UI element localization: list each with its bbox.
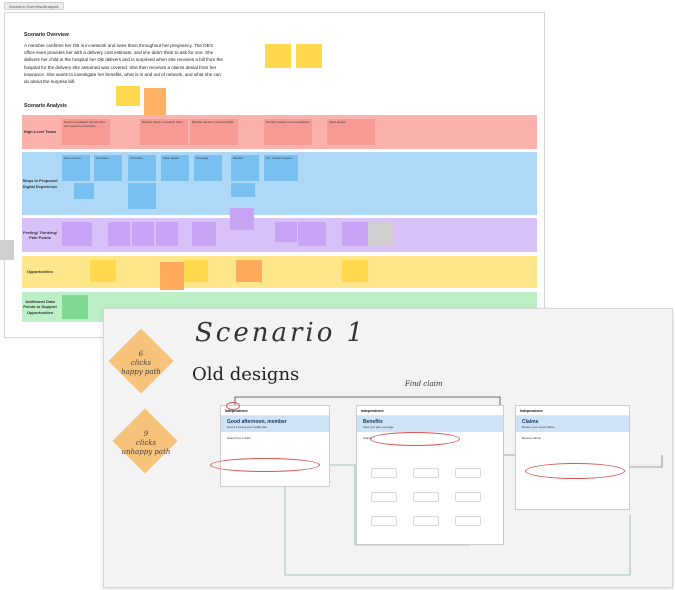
screen-benefits[interactable]: Independence Benefits View your plan cov… (356, 405, 504, 545)
opportunity-sticky[interactable] (184, 260, 208, 282)
logo: Independence (225, 408, 248, 413)
step-sticky[interactable]: Find claim (128, 155, 156, 181)
screen-subtitle: View your plan coverage (363, 425, 394, 429)
row-label: Additional Data Points to Support Opport… (23, 298, 57, 315)
step-sticky[interactable]: Home screen (62, 155, 90, 181)
feeling-sticky[interactable] (108, 222, 130, 246)
find-claim-label: Find claim (405, 380, 443, 388)
logo: Independence (520, 408, 543, 413)
step-sticky[interactable] (231, 183, 255, 197)
screen-body: Search for a claim (227, 436, 252, 440)
screen-banner: Good afternoon, member Here's a look at … (221, 416, 329, 432)
task-sticky[interactable]: Member wants to research claim (140, 119, 188, 145)
benefit-card[interactable] (455, 516, 481, 526)
screen-title: Benefits (363, 419, 383, 425)
overview-title: Scenario Overview (24, 32, 69, 38)
step-sticky[interactable]: Contact support (270, 155, 298, 181)
benefit-card[interactable] (371, 516, 397, 526)
feeling-sticky[interactable] (62, 222, 92, 246)
highlight-nav (226, 402, 240, 410)
sticky-note[interactable] (144, 88, 166, 116)
feeling-sticky[interactable] (132, 222, 154, 246)
row-digital-steps: Steps in Proposed Digital Experience Hom… (22, 152, 537, 215)
task-sticky[interactable]: Claim appeal (327, 119, 375, 145)
benefit-card[interactable] (413, 492, 439, 502)
opportunity-sticky[interactable] (236, 260, 262, 282)
row-label: Steps in Proposed Digital Experience (22, 178, 58, 189)
screen-subtitle: Review your recent claims (522, 425, 555, 429)
task-sticky[interactable]: Need to investigate why the bill is not … (62, 119, 110, 145)
unhappy-path-count: 9 (143, 430, 149, 438)
analysis-title: Scenario Analysis (24, 103, 67, 109)
feeling-sticky[interactable] (342, 222, 368, 246)
opportunity-sticky[interactable] (160, 262, 184, 290)
feeling-sticky[interactable] (192, 222, 216, 246)
benefit-card[interactable] (413, 516, 439, 526)
screen-title: Good afternoon, member (227, 419, 287, 425)
sticky-note[interactable] (296, 44, 322, 68)
feeling-sticky[interactable] (298, 222, 326, 246)
logo: Independence (361, 408, 384, 413)
unhappy-path-text: unhappy path (121, 448, 171, 456)
sticky-note[interactable] (116, 86, 140, 106)
row-high-level-tasks: High-Level Tasks Need to investigate why… (22, 115, 537, 149)
old-designs-heading: Old designs (192, 364, 300, 385)
opportunity-sticky[interactable] (342, 260, 368, 282)
task-sticky[interactable]: Member needs to review benefits (190, 119, 238, 145)
screen-banner: Benefits View your plan coverage (357, 416, 503, 432)
step-sticky[interactable] (74, 183, 94, 199)
screen-subtitle: Here's a look at your health plan (227, 425, 268, 429)
benefit-card[interactable] (455, 492, 481, 502)
step-sticky[interactable]: Coverage (194, 155, 222, 181)
scenario-title: Scenario 1 (195, 318, 367, 348)
highlight-claim-row (525, 463, 625, 479)
row-label: Feeling/ Thinking/ Pain Points (23, 229, 57, 241)
feeling-sticky[interactable] (368, 222, 394, 246)
happy-path-text: happy path (121, 368, 161, 376)
screen-body: Claims (363, 436, 373, 440)
screen-nav: Independence (357, 406, 503, 416)
feeling-sticky[interactable] (275, 222, 297, 242)
data-sticky[interactable] (62, 295, 88, 319)
step-sticky[interactable]: Claim details (161, 155, 189, 181)
benefit-card[interactable] (413, 468, 439, 478)
row-label: High-Level Tasks (23, 129, 57, 135)
screen-home[interactable]: Independence Good afternoon, member Here… (220, 405, 330, 487)
opportunity-sticky[interactable] (90, 260, 116, 282)
row-label: Opportunities (26, 269, 54, 275)
highlight-claims (370, 432, 460, 446)
row-feelings: Feeling/ Thinking/ Pain Points (22, 208, 537, 252)
benefit-card[interactable] (371, 492, 397, 502)
step-sticky[interactable]: Benefits (231, 155, 259, 181)
feeling-sticky[interactable] (230, 208, 254, 230)
overview-text: A member confirms her OB is in-network a… (24, 43, 223, 85)
unhappy-path-unit: clicks (135, 439, 157, 447)
screen-nav: Independence (516, 406, 629, 416)
unhappy-path-label: 9 clicks unhappy path (118, 430, 174, 457)
step-sticky[interactable] (128, 183, 156, 209)
sticky-note[interactable] (265, 44, 291, 68)
screen-nav: Independence (221, 406, 329, 416)
happy-path-count: 6 (138, 350, 144, 358)
step-sticky[interactable]: Find claim (94, 155, 122, 181)
benefit-card[interactable] (455, 468, 481, 478)
happy-path-unit: clicks (130, 359, 152, 367)
benefit-card[interactable] (371, 468, 397, 478)
comment-sticky[interactable] (0, 240, 14, 260)
screen-banner: Claims Review your recent claims (516, 416, 629, 432)
row-opportunities: Opportunities (22, 256, 537, 290)
happy-path-label: 6 clicks happy path (116, 350, 166, 377)
screen-title: Claims (522, 419, 539, 425)
highlight-search (210, 458, 320, 472)
screen-claims[interactable]: Independence Claims Review your recent c… (515, 405, 630, 510)
frame-label[interactable]: Scenario Overview/Analysis (4, 2, 64, 10)
screen-body: Recent claims (522, 436, 541, 440)
feeling-sticky[interactable] (156, 222, 178, 246)
task-sticky[interactable]: Member reviews recommendations (264, 119, 312, 145)
